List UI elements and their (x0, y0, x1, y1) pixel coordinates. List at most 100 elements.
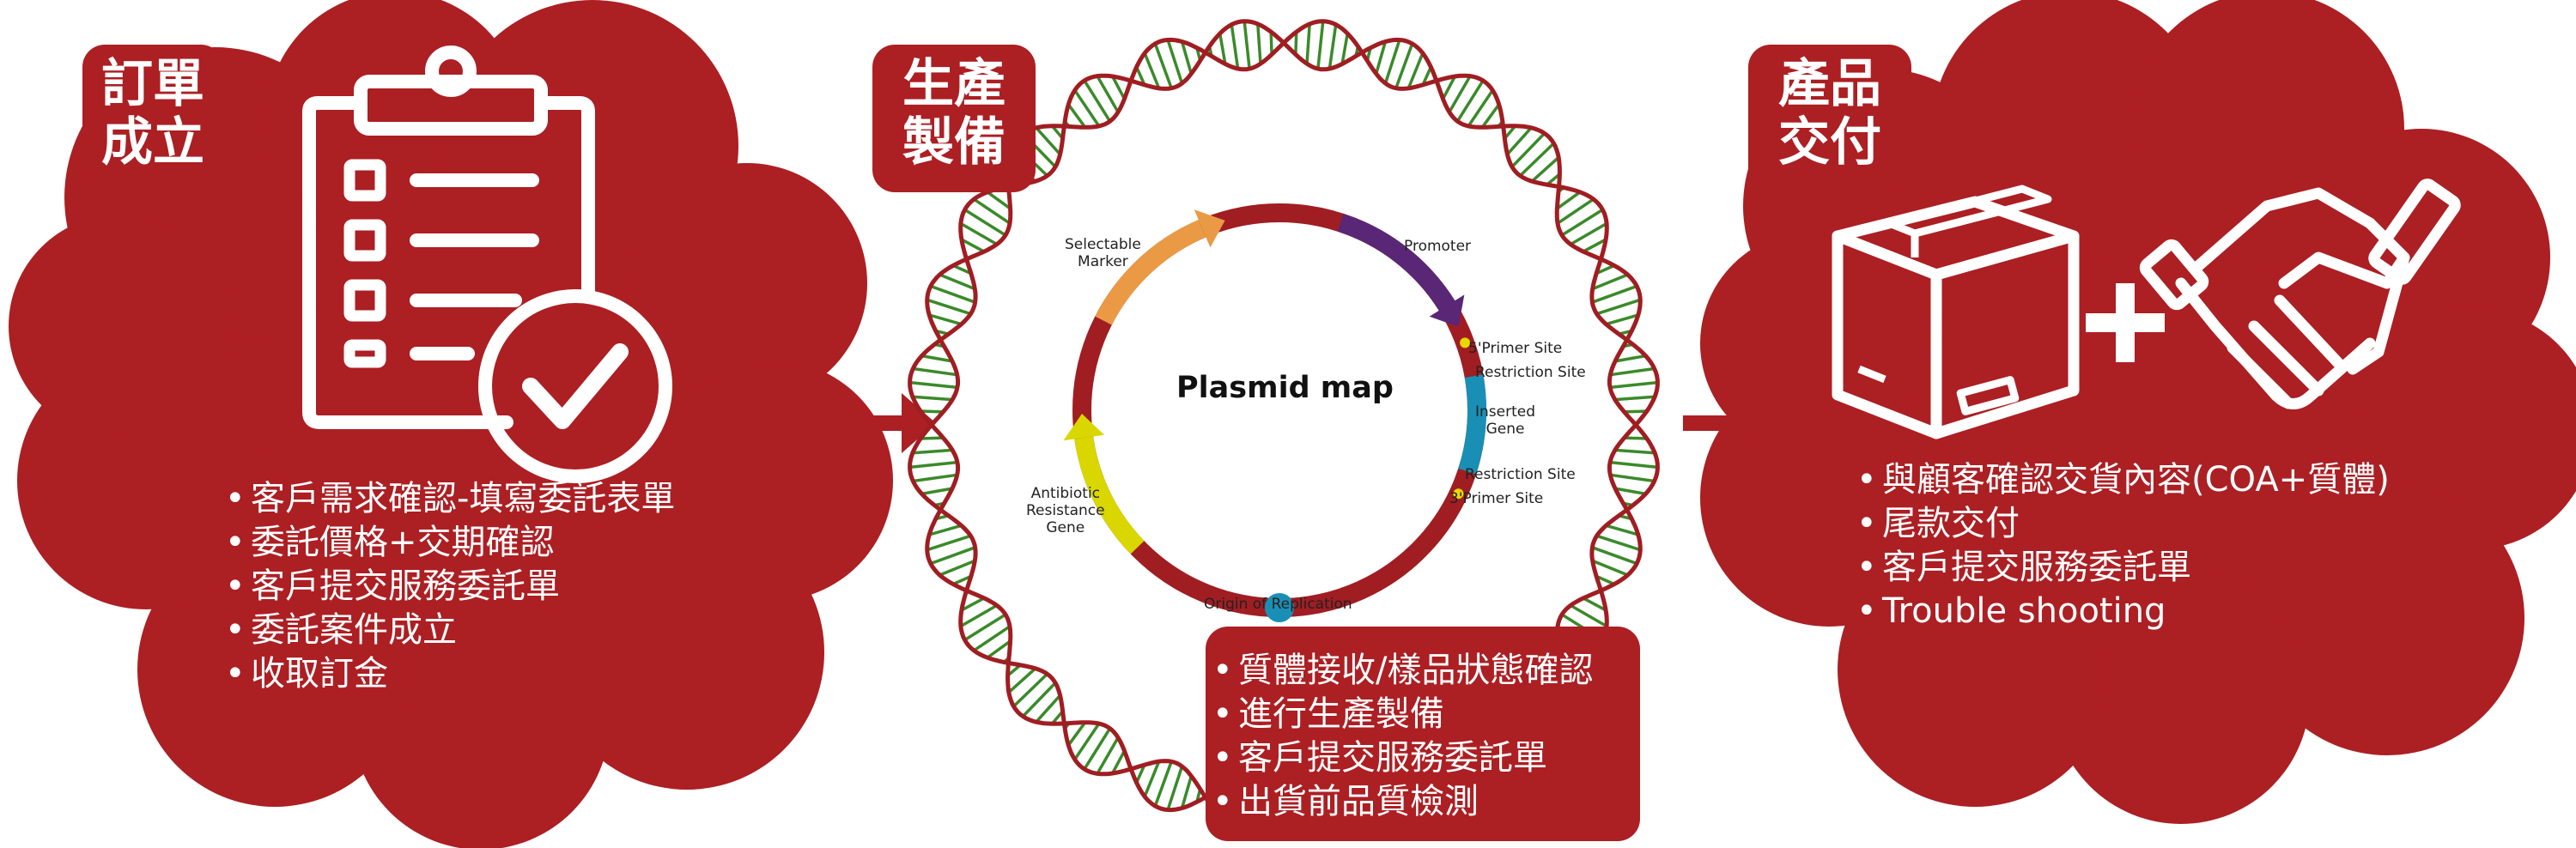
dna-rung (1570, 603, 1607, 628)
dna-rung (912, 395, 953, 402)
dna-rung (1066, 103, 1087, 129)
dna-rung (909, 380, 958, 390)
dna-rung (912, 448, 953, 455)
dna-rung (927, 534, 971, 552)
dna-rung (1441, 76, 1456, 100)
dna-rung (1073, 89, 1101, 127)
inserted-gene-segment (1458, 374, 1486, 475)
dna-rung (1135, 764, 1146, 784)
dna-rung (1166, 39, 1184, 84)
dna-rung (1609, 460, 1658, 469)
dna-rung (1614, 487, 1646, 496)
dna-rung (1610, 366, 1655, 377)
dna-rung (1153, 43, 1173, 89)
dna-rung (928, 524, 963, 536)
dna-rung (920, 436, 944, 440)
dna-rung (1305, 23, 1311, 64)
dna-rung (1614, 395, 1656, 402)
list-item: 客戶需求確認-填寫委託表單 (225, 477, 675, 521)
list-item: 客戶提交服務委託單 (1856, 546, 2390, 590)
step1-tag: 訂單 成立 (82, 45, 223, 192)
dna-rung (960, 221, 998, 246)
dna-rung (973, 625, 1011, 652)
label-primer5: 5'Primer Site (1468, 340, 1563, 357)
dna-rung (1595, 574, 1615, 586)
primer5-marker (1460, 337, 1471, 348)
step3-list: 與顧客確認交貨內容(COA+質體) 尾款交付 客戶提交服務委託單 Trouble… (1856, 458, 2390, 633)
list-item: 進行生產製備 (1212, 693, 1593, 736)
dna-rung (1506, 126, 1533, 155)
dna-rung (1022, 681, 1057, 718)
dna-rung (939, 273, 975, 291)
dna-rung (1480, 103, 1501, 129)
dna-rung (1596, 298, 1641, 316)
dna-rung (1218, 33, 1227, 64)
dna-rung (1610, 473, 1655, 483)
label-antibiotic: Antibiotic Resistance Gene (1026, 485, 1105, 536)
antibiotic-segment (1074, 436, 1145, 554)
dna-rung (1096, 75, 1120, 113)
dna-rung (952, 574, 972, 586)
step2-tag-line1: 生產 (902, 54, 1005, 114)
dna-rung (913, 473, 957, 483)
clipboard-check-icon (302, 45, 672, 483)
promoter-arrowhead (1429, 294, 1465, 327)
step2-tag-line2: 製備 (902, 112, 1005, 173)
dna-rung (961, 597, 985, 612)
antibiotic-arrowhead (1063, 414, 1104, 441)
dna-rung (1406, 52, 1425, 89)
dna-rung (930, 284, 976, 304)
box-icon (1832, 185, 2080, 439)
arrow-1 (850, 393, 936, 453)
plasmid-title: Plasmid map (1176, 371, 1394, 405)
promoter-segment (1337, 213, 1455, 312)
dna-rung (963, 613, 1006, 642)
dna-rung (1614, 354, 1646, 363)
dna-rung (986, 191, 1012, 210)
dna-rung (1592, 559, 1629, 577)
dna-rung (1375, 41, 1388, 75)
dna-rung (1035, 126, 1061, 155)
dna-rung (1561, 208, 1604, 237)
list-item: 尾款交付 (1856, 502, 2390, 546)
dna-rung (1073, 723, 1101, 760)
step1-list: 客戶需求確認-填寫委託表單 委託價格+交期確認 客戶提交服務委託單 委託案件成立… (225, 477, 675, 696)
dna-rung (1583, 597, 1607, 612)
step1-tag-line1: 訂單 (101, 54, 204, 114)
dna-rung (1595, 263, 1615, 276)
dna-rung (920, 409, 944, 414)
dna-rung (1557, 197, 1595, 225)
dna-rung (1421, 66, 1432, 86)
dna-rung (1083, 79, 1112, 123)
dna-rung (1591, 546, 1637, 566)
step3-tag: 產品 交付 (1748, 45, 1911, 192)
dna-rung (1143, 52, 1161, 89)
dna-rung (1614, 448, 1656, 455)
dna-rung (928, 313, 963, 326)
dna-rung (1035, 694, 1061, 724)
dna-rung (963, 208, 1006, 237)
dna-rung (986, 639, 1012, 659)
dna-rung (1111, 749, 1127, 774)
dna-rung (1383, 39, 1401, 84)
dna-rung (1007, 667, 1036, 694)
dna-rung (1609, 380, 1658, 390)
selectable-marker-segment (1095, 220, 1206, 325)
dna-rung (961, 238, 985, 253)
dna-rung (1605, 524, 1639, 536)
step2-list: 質體接收/樣品狀態確認 進行生產製備 客戶提交服務委託單 出貨前品質檢測 (1212, 649, 1593, 824)
label-origin: Origin of Replication (1204, 596, 1352, 613)
list-item: 質體接收/樣品狀態確認 (1212, 649, 1593, 693)
list-item: Trouble shooting (1856, 590, 2390, 633)
marker-arrowhead (1194, 209, 1225, 248)
list-item: 委託案件成立 (225, 609, 675, 652)
handshake-icon (2139, 179, 2461, 409)
dna-rung (1340, 33, 1350, 64)
dna-rung (1519, 142, 1555, 177)
dna-rung (921, 487, 953, 496)
dna-rung (1467, 89, 1494, 127)
dna-rung (1592, 273, 1629, 291)
dna-rung (1111, 76, 1127, 100)
plasmid-map (1063, 203, 1486, 622)
